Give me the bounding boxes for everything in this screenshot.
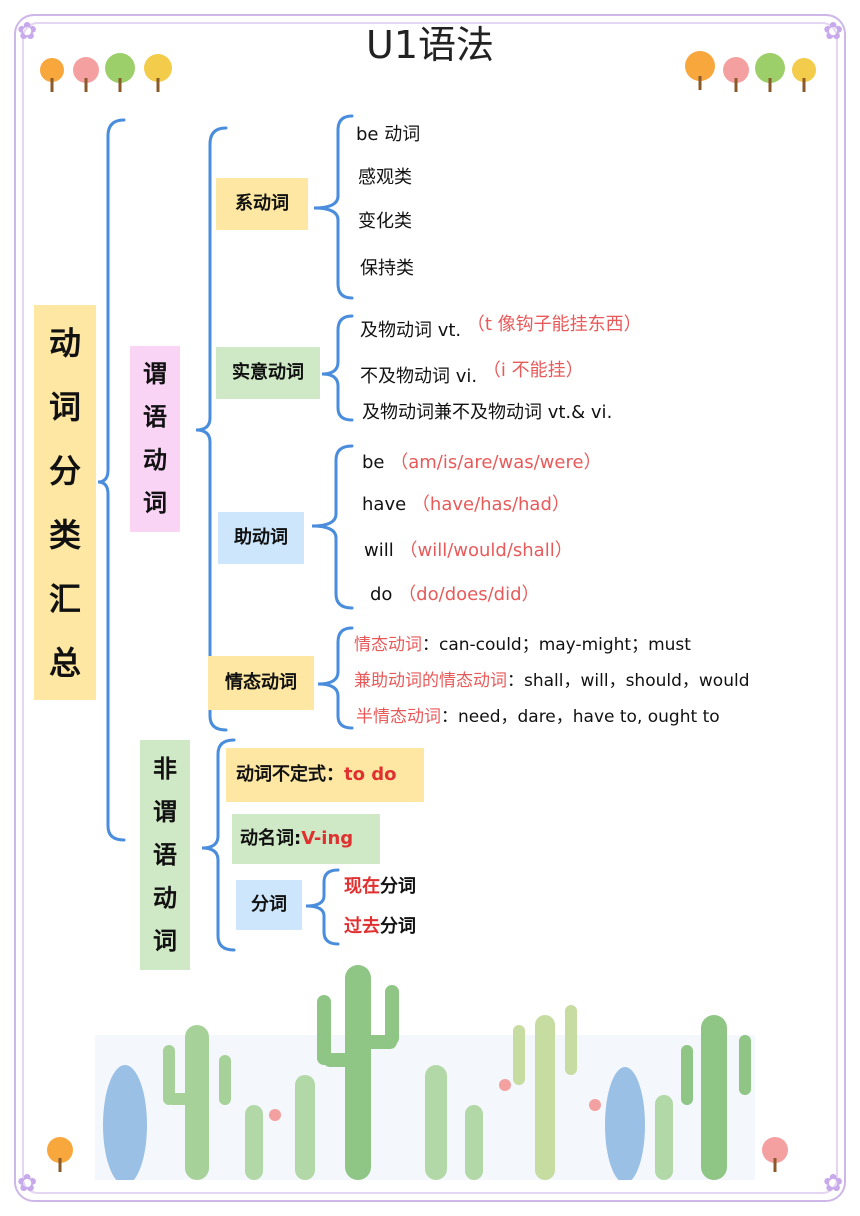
nonpredicate-node: 非 谓 语 动 词	[140, 740, 190, 970]
tree-icon	[73, 57, 99, 92]
participle-item: 过去分词	[344, 916, 416, 937]
infinitive-node: 动词不定式：to do	[226, 748, 424, 802]
linking-item: 保持类	[360, 258, 414, 279]
predicate-node: 谓 语 动 词	[130, 346, 180, 532]
root-bracket	[97, 118, 126, 842]
auxiliary-item: be （am/is/are/was/were）	[362, 452, 602, 473]
cactus-icon	[681, 1015, 751, 1180]
modal-verb-node: 情态动词	[208, 656, 314, 710]
linking-item: 变化类	[358, 211, 412, 232]
cactus-icon	[103, 1065, 147, 1180]
root-node: 动 词 分 类 汇 总	[34, 305, 96, 700]
modal-bracket	[317, 626, 354, 730]
notional-item: 及物动词兼不及物动词 vt.& vi.	[362, 402, 613, 423]
participle-bracket	[305, 868, 340, 946]
modal-item: 半情态动词：need，dare，have to, ought to	[356, 707, 720, 727]
auxiliary-verb-node: 助动词	[218, 512, 304, 564]
page-frame	[14, 14, 846, 1202]
cactus-illustration	[95, 965, 755, 1180]
cactus-icon	[605, 1067, 645, 1180]
linking-item: be 动词	[356, 124, 421, 145]
flower-icon: ✿	[16, 17, 38, 45]
auxiliary-item: will （will/would/shall）	[364, 540, 573, 561]
notional-item: 不及物动词 vi. （i 不能挂）	[360, 360, 584, 387]
tree-icon	[723, 57, 749, 92]
tree-icon	[792, 58, 816, 92]
tree-icon	[105, 53, 135, 92]
linking-item: 感观类	[358, 167, 412, 188]
participle-node: 分词	[236, 880, 302, 930]
flower-icon	[269, 1079, 601, 1121]
flower-icon: ✿	[822, 17, 844, 45]
cactus-icon	[513, 1005, 577, 1180]
tree-icon	[755, 53, 785, 92]
modal-item: 兼助动词的情态动词：shall，will，should，would	[354, 671, 750, 691]
tree-icon	[47, 1137, 73, 1172]
cactus-icon	[245, 1065, 673, 1180]
page-title: U1语法	[366, 23, 494, 67]
tree-icon	[685, 51, 715, 90]
flower-icon: ✿	[16, 1169, 38, 1197]
page-inner-frame	[22, 22, 838, 1194]
modal-item: 情态动词：can-could；may-might；must	[354, 635, 691, 655]
linking-verb-node: 系动词	[216, 178, 308, 230]
auxiliary-item: do （do/does/did）	[370, 584, 540, 605]
notional-item: 及物动词 vt. （t 像钩子能挂东西）	[360, 314, 642, 341]
tree-icon	[144, 54, 172, 92]
auxiliary-item: have （have/has/had）	[362, 494, 570, 515]
tree-icon	[40, 58, 64, 92]
predicate-bracket	[195, 126, 228, 732]
tree-icon	[762, 1137, 788, 1172]
cactus-icon	[317, 965, 399, 1180]
flower-icon: ✿	[822, 1169, 844, 1197]
gerund-node: 动名词:V-ing	[232, 814, 380, 864]
auxiliary-bracket	[311, 444, 354, 610]
cactus-icon	[163, 1025, 231, 1180]
participle-item: 现在分词	[344, 876, 416, 897]
notional-bracket	[321, 314, 354, 422]
nonpredicate-bracket	[201, 738, 236, 952]
notional-verb-node: 实意动词	[216, 347, 320, 399]
linking-bracket	[313, 114, 354, 300]
